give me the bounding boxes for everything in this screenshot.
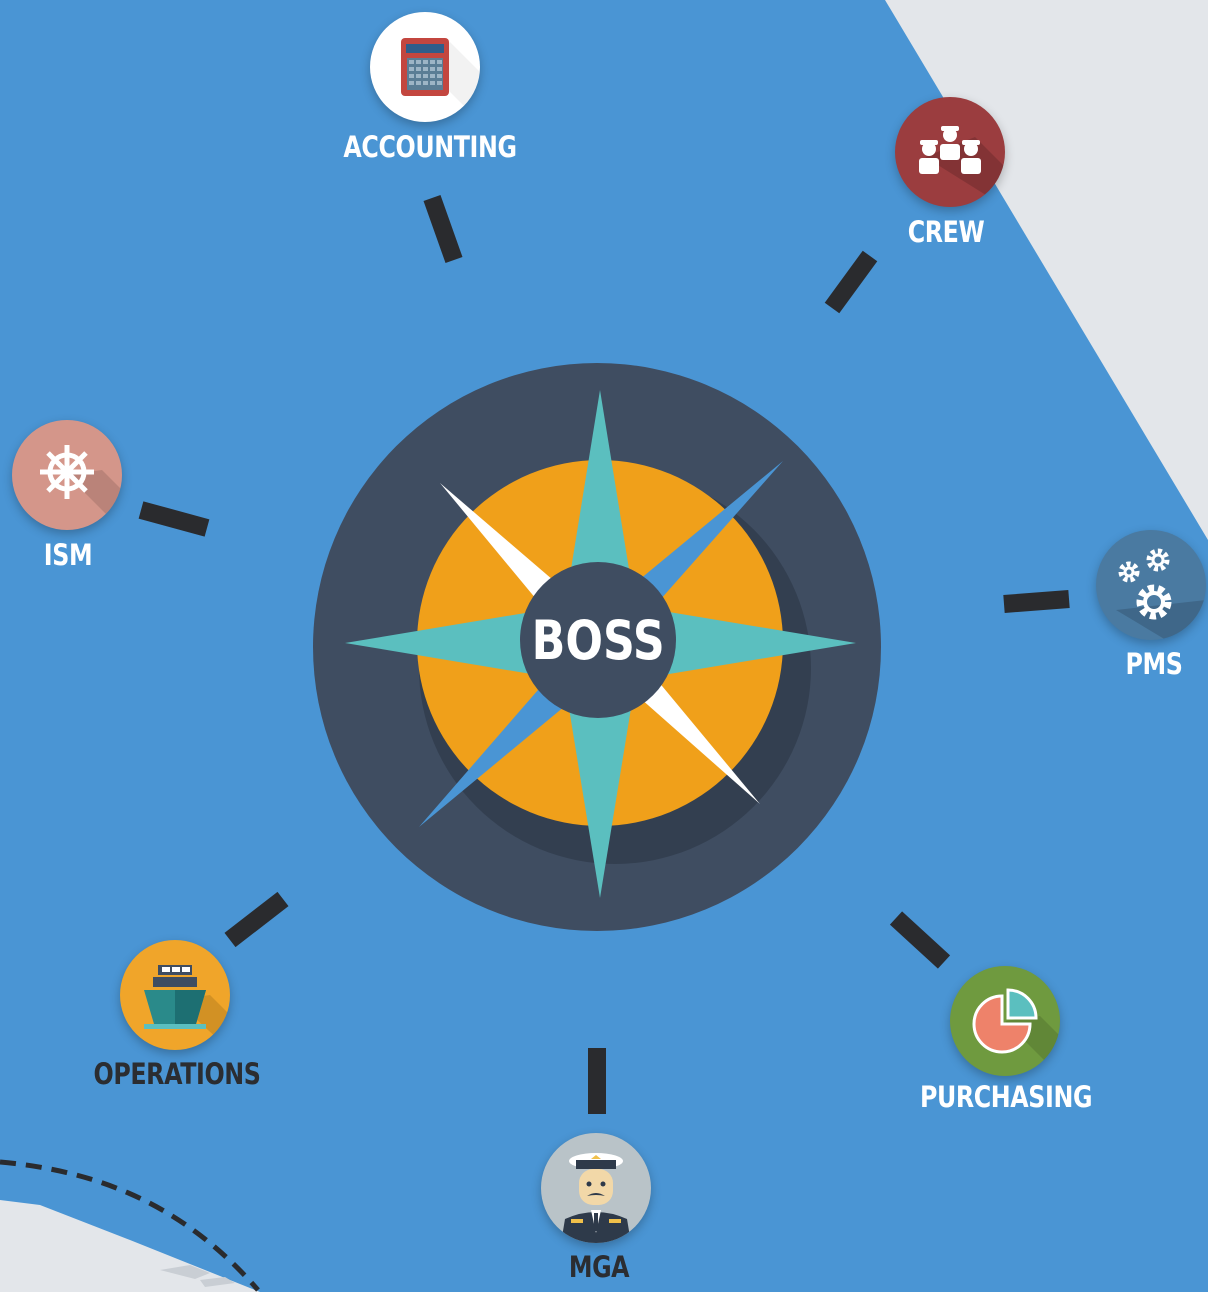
route-dashed-line xyxy=(0,1159,260,1292)
star-point-w xyxy=(345,608,555,678)
boss-hub-label: BOSS xyxy=(531,608,665,672)
module-purchasing-label: PURCHASING xyxy=(919,1080,1093,1114)
module-accounting[interactable] xyxy=(370,12,480,122)
module-pms[interactable] xyxy=(1096,530,1206,640)
pie-chart-icon xyxy=(972,988,1060,1076)
connector-accounting xyxy=(423,194,463,264)
module-ism[interactable] xyxy=(12,420,122,530)
star-point-ne xyxy=(605,461,783,608)
gears-icon xyxy=(1116,548,1206,640)
module-ism-label: ISM xyxy=(43,538,93,572)
star-point-s xyxy=(566,690,634,898)
connector-purchasing xyxy=(889,911,951,969)
star-point-n xyxy=(566,390,634,600)
calculator-icon xyxy=(401,38,480,122)
star-point-e xyxy=(645,608,856,678)
connector-ism xyxy=(138,501,210,537)
ship-icon xyxy=(144,965,230,1050)
module-crew[interactable] xyxy=(895,97,1005,207)
crew-workers-icon xyxy=(919,126,1005,207)
module-crew-label: CREW xyxy=(907,215,985,249)
connector-crew xyxy=(824,250,878,314)
module-mga-label: MGA xyxy=(568,1250,630,1284)
connector-operations xyxy=(224,891,289,948)
connector-pms xyxy=(1003,590,1070,613)
island-speckle xyxy=(160,1265,235,1287)
boss-hub: BOSS xyxy=(520,562,676,718)
star-point-sw xyxy=(419,682,594,827)
module-purchasing[interactable] xyxy=(950,966,1060,1076)
captain-icon xyxy=(561,1153,631,1243)
module-accounting-label: ACCOUNTING xyxy=(343,130,517,164)
module-pms-label: PMS xyxy=(1125,647,1183,681)
ship-wheel-icon xyxy=(40,445,122,530)
module-operations[interactable] xyxy=(120,940,230,1050)
module-operations-label: OPERATIONS xyxy=(93,1057,261,1091)
module-mga[interactable] xyxy=(541,1133,651,1243)
